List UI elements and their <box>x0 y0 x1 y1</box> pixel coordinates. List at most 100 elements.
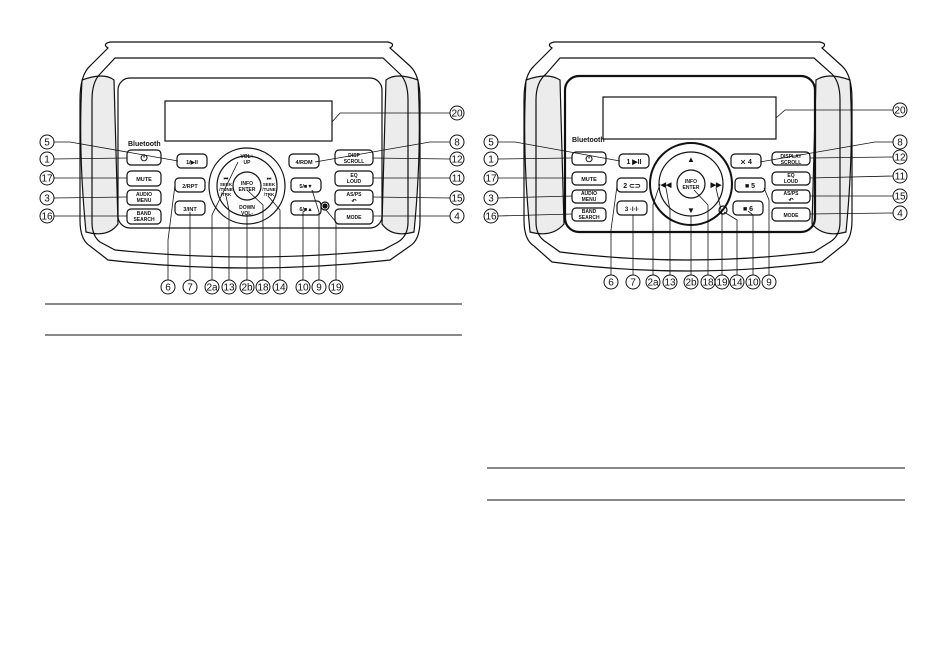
svg-text:5: 5 <box>44 138 50 149</box>
right-callout-3: 3 <box>483 190 499 206</box>
left-seekr-label2: /TUNE <box>262 187 276 192</box>
left-back-icon: ↶ <box>350 198 356 205</box>
right-callout-7: 7 <box>625 274 641 290</box>
left-info-enter-button[interactable] <box>232 171 262 201</box>
left-seekl-label2: /TUNE <box>219 187 233 192</box>
svg-text:11: 11 <box>452 174 463 185</box>
right-faceplate <box>563 74 817 234</box>
svg-text:19: 19 <box>716 278 728 289</box>
left-power-icon: ⏻ <box>140 153 148 163</box>
right-scroll-label: SCROLL <box>781 160 802 166</box>
right-mute-button[interactable] <box>571 171 607 186</box>
right-grip-left <box>524 75 565 235</box>
svg-text:14: 14 <box>731 278 743 289</box>
right-lcd-display <box>602 96 777 140</box>
left-down-label: DOWN <box>239 205 255 211</box>
right-back-icon: ↶ <box>787 197 793 204</box>
right-leader-lines <box>497 109 894 275</box>
svg-text:14: 14 <box>274 283 286 294</box>
right-audio-menu-button[interactable] <box>571 189 607 204</box>
right-eq-loud-button[interactable] <box>771 171 811 186</box>
left-callout-13: 13 <box>221 279 237 295</box>
right-display-scroll-button[interactable] <box>771 151 811 166</box>
svg-text:11: 11 <box>895 172 906 183</box>
left-asps-button[interactable] <box>334 189 374 206</box>
left-disp-scroll-button[interactable] <box>334 149 374 166</box>
left-callout-2a: 2a <box>204 279 220 295</box>
right-loud-label: LOUD <box>784 179 799 185</box>
right-preset5-label: ■ 5 <box>745 183 755 190</box>
svg-text:8: 8 <box>454 138 460 149</box>
right-preset4-button[interactable] <box>730 153 762 169</box>
right-asps-label: AS/PS <box>783 191 799 197</box>
left-preset4-label: 4/RDM <box>295 160 313 166</box>
right-callout-20: 20 <box>892 102 908 118</box>
svg-text:15: 15 <box>894 192 906 203</box>
right-asps-button[interactable] <box>771 189 811 204</box>
right-band-search-button[interactable] <box>571 207 607 222</box>
right-outer-housing <box>523 41 853 272</box>
right-aux-port <box>718 205 728 215</box>
left-callout-20: 20 <box>449 105 465 121</box>
right-callout-10: 10 <box>745 274 761 290</box>
left-callout-8: 8 <box>449 134 465 150</box>
right-preset2-button[interactable] <box>616 177 648 193</box>
svg-text:2a: 2a <box>647 278 659 289</box>
right-mode-button[interactable] <box>771 207 811 222</box>
right-callout-5: 5 <box>483 134 499 150</box>
right-callouts: 5 1 17 3 16 6 7 2a 13 2b 18 19 14 10 9 2… <box>483 102 908 290</box>
right-callout-8: 8 <box>892 134 908 150</box>
left-info-label: INFO <box>241 181 253 187</box>
left-seekr-label1: SEEK <box>263 182 276 187</box>
left-audio-menu-button[interactable] <box>126 189 162 206</box>
left-disp-label: DISP <box>348 153 360 159</box>
svg-text:12: 12 <box>451 155 463 166</box>
svg-text:18: 18 <box>257 283 269 294</box>
svg-text:13: 13 <box>664 278 676 289</box>
left-eq-loud-button[interactable] <box>334 170 374 187</box>
right-preset4-label: ⨯ 4 <box>740 159 752 166</box>
right-up-arrow-icon: ▲ <box>687 155 695 164</box>
right-info-enter-button[interactable] <box>676 169 706 199</box>
right-preset1-label: 1 ▶II <box>626 159 641 166</box>
right-callout-18: 18 <box>700 274 716 290</box>
left-callout-19: 19 <box>328 279 344 295</box>
svg-text:7: 7 <box>630 278 636 289</box>
left-callout-3: 3 <box>39 190 55 206</box>
left-preset1-label: 1/▶II <box>186 159 198 166</box>
right-eq-label: EQ <box>787 173 794 179</box>
left-mode-button[interactable] <box>334 208 374 225</box>
left-power-button[interactable] <box>126 149 162 166</box>
left-preset3-label: 3/INT <box>183 207 197 213</box>
right-callout-16: 16 <box>483 208 499 224</box>
svg-text:16: 16 <box>485 212 497 223</box>
right-button-labels: ⏻ MUTE AUDIO MENU BAND SEARCH 1 ▶II 2 ⊂⊃… <box>578 154 802 221</box>
left-band-search-button[interactable] <box>126 208 162 225</box>
left-preset2-label: 2/RPT <box>182 184 198 190</box>
left-callout-2b: 2b <box>239 279 255 295</box>
svg-text:4: 4 <box>897 209 903 220</box>
svg-text:12: 12 <box>894 153 906 164</box>
svg-text:20: 20 <box>894 106 906 117</box>
left-outer-housing <box>79 41 421 269</box>
right-preset5-button[interactable] <box>734 177 766 193</box>
left-seek-fwd-icon: ⏭ <box>267 176 272 182</box>
left-callout-16: 16 <box>39 208 55 224</box>
left-grip-left <box>80 75 119 235</box>
right-callout-19: 19 <box>714 274 730 290</box>
left-mute-button[interactable] <box>126 170 162 187</box>
left-callout-6: 6 <box>160 279 176 295</box>
right-preset3-button[interactable] <box>616 200 648 216</box>
left-inner-housing <box>91 57 409 258</box>
right-preset6-button[interactable] <box>732 200 764 216</box>
left-search-label: SEARCH <box>133 217 155 223</box>
left-preset5-button[interactable] <box>290 177 322 193</box>
left-callout-5: 5 <box>39 134 55 150</box>
left-faceplate <box>117 77 383 229</box>
right-callout-17: 17 <box>483 170 499 186</box>
left-band-label: BAND <box>137 211 152 217</box>
svg-text:16: 16 <box>41 212 53 223</box>
svg-text:6: 6 <box>608 278 614 289</box>
right-band-label: BAND <box>582 209 597 215</box>
